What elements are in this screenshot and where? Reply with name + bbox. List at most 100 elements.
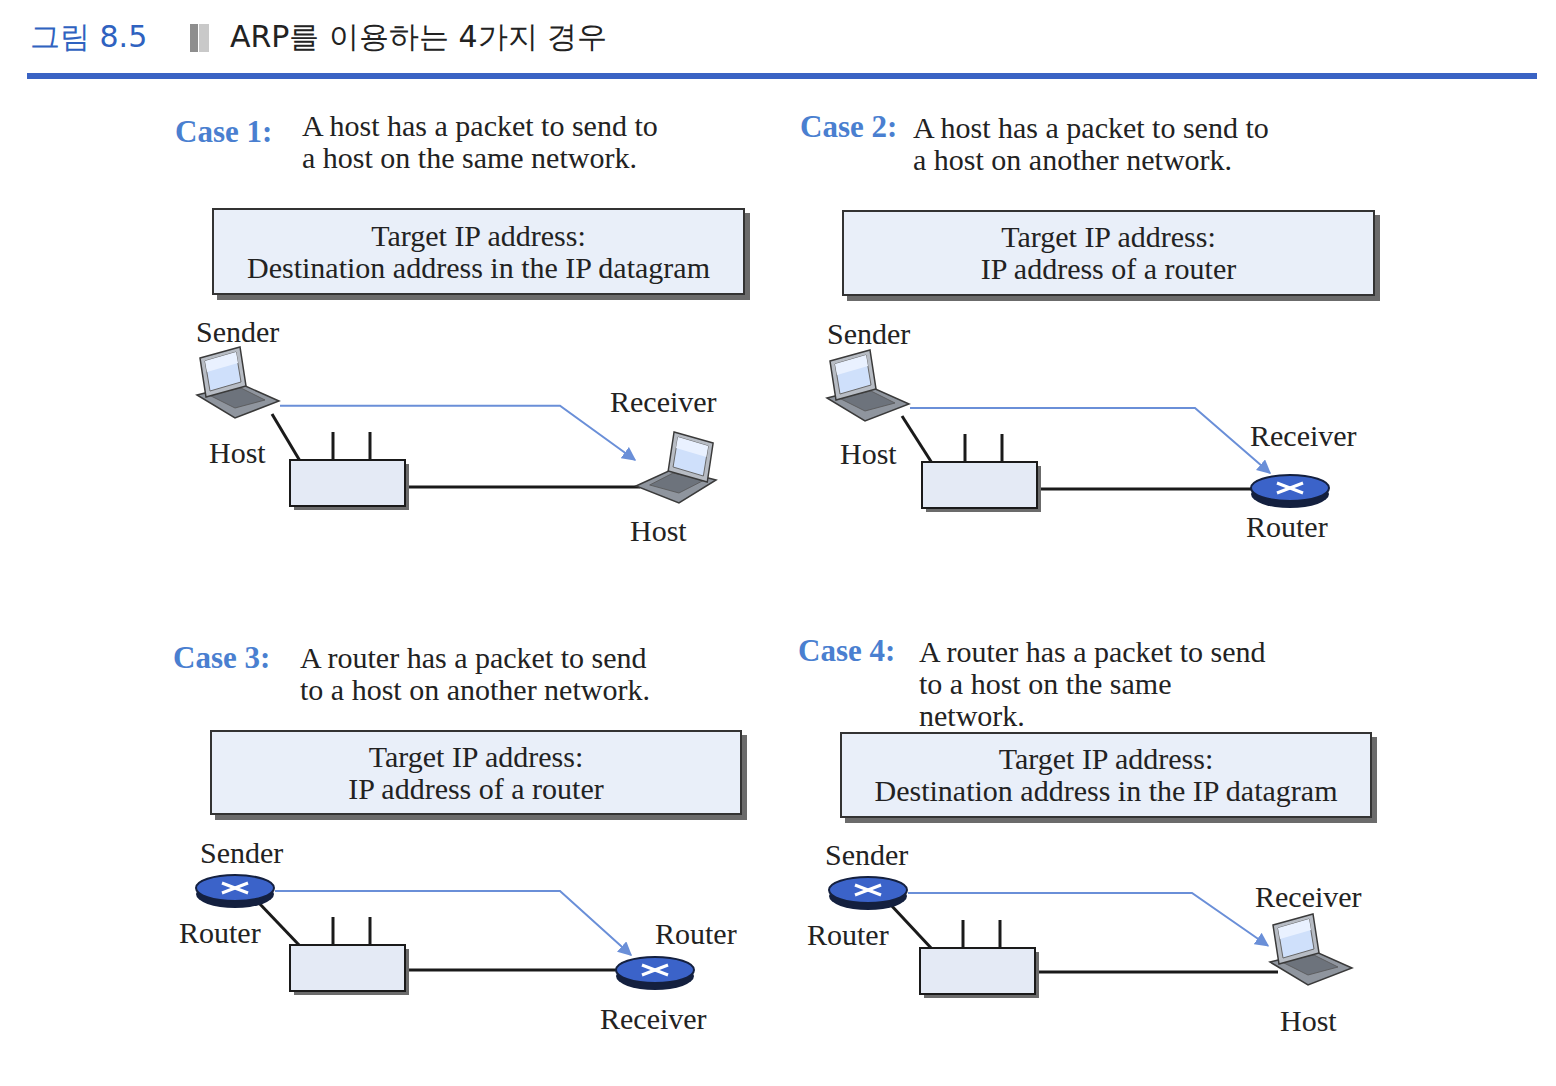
device-label: Router bbox=[1246, 511, 1328, 543]
wire bbox=[258, 902, 300, 946]
router-icon bbox=[615, 955, 695, 991]
case3-network bbox=[258, 902, 620, 995]
device-label: Receiver bbox=[610, 386, 717, 418]
laptop-icon bbox=[1268, 912, 1353, 987]
laptop-drawing bbox=[1270, 914, 1352, 985]
target-ip-box: Target IP address:Destination address in… bbox=[840, 732, 1372, 818]
router-cross bbox=[642, 965, 668, 975]
router-node: RouterReceiver bbox=[615, 955, 695, 991]
router-cross bbox=[222, 883, 248, 893]
laptop-screen bbox=[205, 352, 241, 391]
router-cross bbox=[1277, 483, 1303, 493]
title-marker bbox=[190, 24, 198, 52]
device-label: Sender bbox=[825, 839, 908, 871]
device-label: Sender bbox=[196, 316, 279, 348]
case-heading: Case 3: bbox=[173, 640, 270, 676]
antenna bbox=[369, 917, 372, 945]
case-description: A host has a packet to send to a host on… bbox=[913, 112, 1281, 176]
wire bbox=[272, 414, 300, 461]
laptop-drawing bbox=[827, 350, 909, 421]
antenna bbox=[964, 434, 967, 462]
box-body: Destination address in the IP datagram bbox=[875, 775, 1338, 807]
router-icon bbox=[195, 873, 275, 909]
case-description: A host has a packet to send to a host on… bbox=[302, 110, 670, 174]
case-heading: Case 2: bbox=[800, 109, 897, 145]
laptop-drawing bbox=[636, 432, 716, 503]
target-ip-box: Target IP address:Destination address in… bbox=[212, 208, 745, 295]
switch-box bbox=[290, 945, 405, 991]
wire bbox=[1037, 488, 1252, 491]
device-label: Router bbox=[655, 918, 737, 950]
box-body: Destination address in the IP datagram bbox=[247, 252, 710, 284]
arrow-connector bbox=[910, 408, 1270, 473]
laptop-icon bbox=[635, 430, 718, 505]
wire bbox=[890, 904, 932, 949]
device-label: Host bbox=[840, 438, 897, 470]
case-heading: Case 4: bbox=[798, 633, 895, 669]
router-node: SenderRouter bbox=[195, 873, 275, 909]
router-icon bbox=[1250, 473, 1330, 509]
laptop-icon bbox=[825, 348, 910, 423]
title-rule bbox=[27, 73, 1537, 79]
laptop-lid bbox=[1273, 914, 1319, 964]
device-label: Host bbox=[209, 437, 266, 469]
laptop-lid bbox=[668, 432, 713, 482]
box-body: IP address of a router bbox=[348, 773, 603, 805]
router-icon bbox=[828, 875, 908, 911]
box-heading: Target IP address: bbox=[1001, 221, 1216, 253]
antenna bbox=[999, 920, 1002, 948]
laptop-drawing bbox=[197, 347, 279, 418]
switch-box bbox=[290, 460, 405, 506]
box-heading: Target IP address: bbox=[371, 220, 586, 252]
switch-box bbox=[920, 948, 1035, 994]
host-node: ReceiverHost bbox=[1268, 912, 1353, 987]
device-label: Host bbox=[1280, 1005, 1337, 1037]
box-heading: Target IP address: bbox=[999, 743, 1214, 775]
laptop-screen bbox=[673, 437, 708, 476]
laptop-screen bbox=[1278, 919, 1314, 958]
switch-box bbox=[922, 462, 1037, 508]
case4-network bbox=[890, 904, 1278, 998]
screen-glare bbox=[835, 355, 868, 375]
laptop-lid bbox=[830, 350, 876, 400]
router-cross bbox=[642, 965, 668, 975]
antenna bbox=[332, 917, 335, 945]
router-cross bbox=[222, 883, 248, 893]
device-label: Sender bbox=[200, 837, 283, 869]
case1-network bbox=[272, 414, 640, 510]
target-ip-box: Target IP address:IP address of a router bbox=[210, 730, 742, 815]
box-heading: Target IP address: bbox=[369, 741, 584, 773]
antenna bbox=[962, 920, 965, 948]
host-node: ReceiverHost bbox=[635, 430, 718, 505]
laptop-screen bbox=[835, 355, 871, 394]
device-label: Router bbox=[179, 917, 261, 949]
router-top bbox=[829, 877, 907, 903]
arrow-connector bbox=[280, 406, 635, 460]
screen-glare bbox=[676, 437, 708, 457]
wire bbox=[1035, 971, 1278, 974]
host-node: SenderHost bbox=[825, 348, 910, 423]
arrow-connector bbox=[908, 893, 1268, 946]
device-label: Receiver bbox=[600, 1003, 707, 1035]
router-top bbox=[1251, 475, 1329, 501]
case-description: A router has a packet to send to a host … bbox=[919, 636, 1283, 732]
antenna bbox=[1001, 434, 1004, 462]
router-cross bbox=[855, 885, 881, 895]
router-top bbox=[616, 957, 694, 983]
device-label: Router bbox=[807, 919, 889, 951]
target-ip-box: Target IP address:IP address of a router bbox=[842, 210, 1375, 296]
device-label: Host bbox=[630, 515, 687, 547]
screen-glare bbox=[1278, 919, 1311, 939]
case-heading: Case 1: bbox=[175, 114, 272, 150]
wire bbox=[902, 416, 932, 463]
device-label: Sender bbox=[827, 318, 910, 350]
figure-title: ARP를 이용하는 4가지 경우 bbox=[230, 19, 607, 55]
laptop-lid bbox=[200, 347, 246, 397]
figure-number: 그림 8.5 bbox=[30, 19, 147, 55]
wire bbox=[405, 486, 640, 489]
host-node: SenderHost bbox=[195, 345, 280, 420]
screen-glare bbox=[205, 352, 238, 372]
antenna bbox=[332, 432, 335, 460]
case-description: A router has a packet to send to a host … bbox=[300, 642, 664, 706]
